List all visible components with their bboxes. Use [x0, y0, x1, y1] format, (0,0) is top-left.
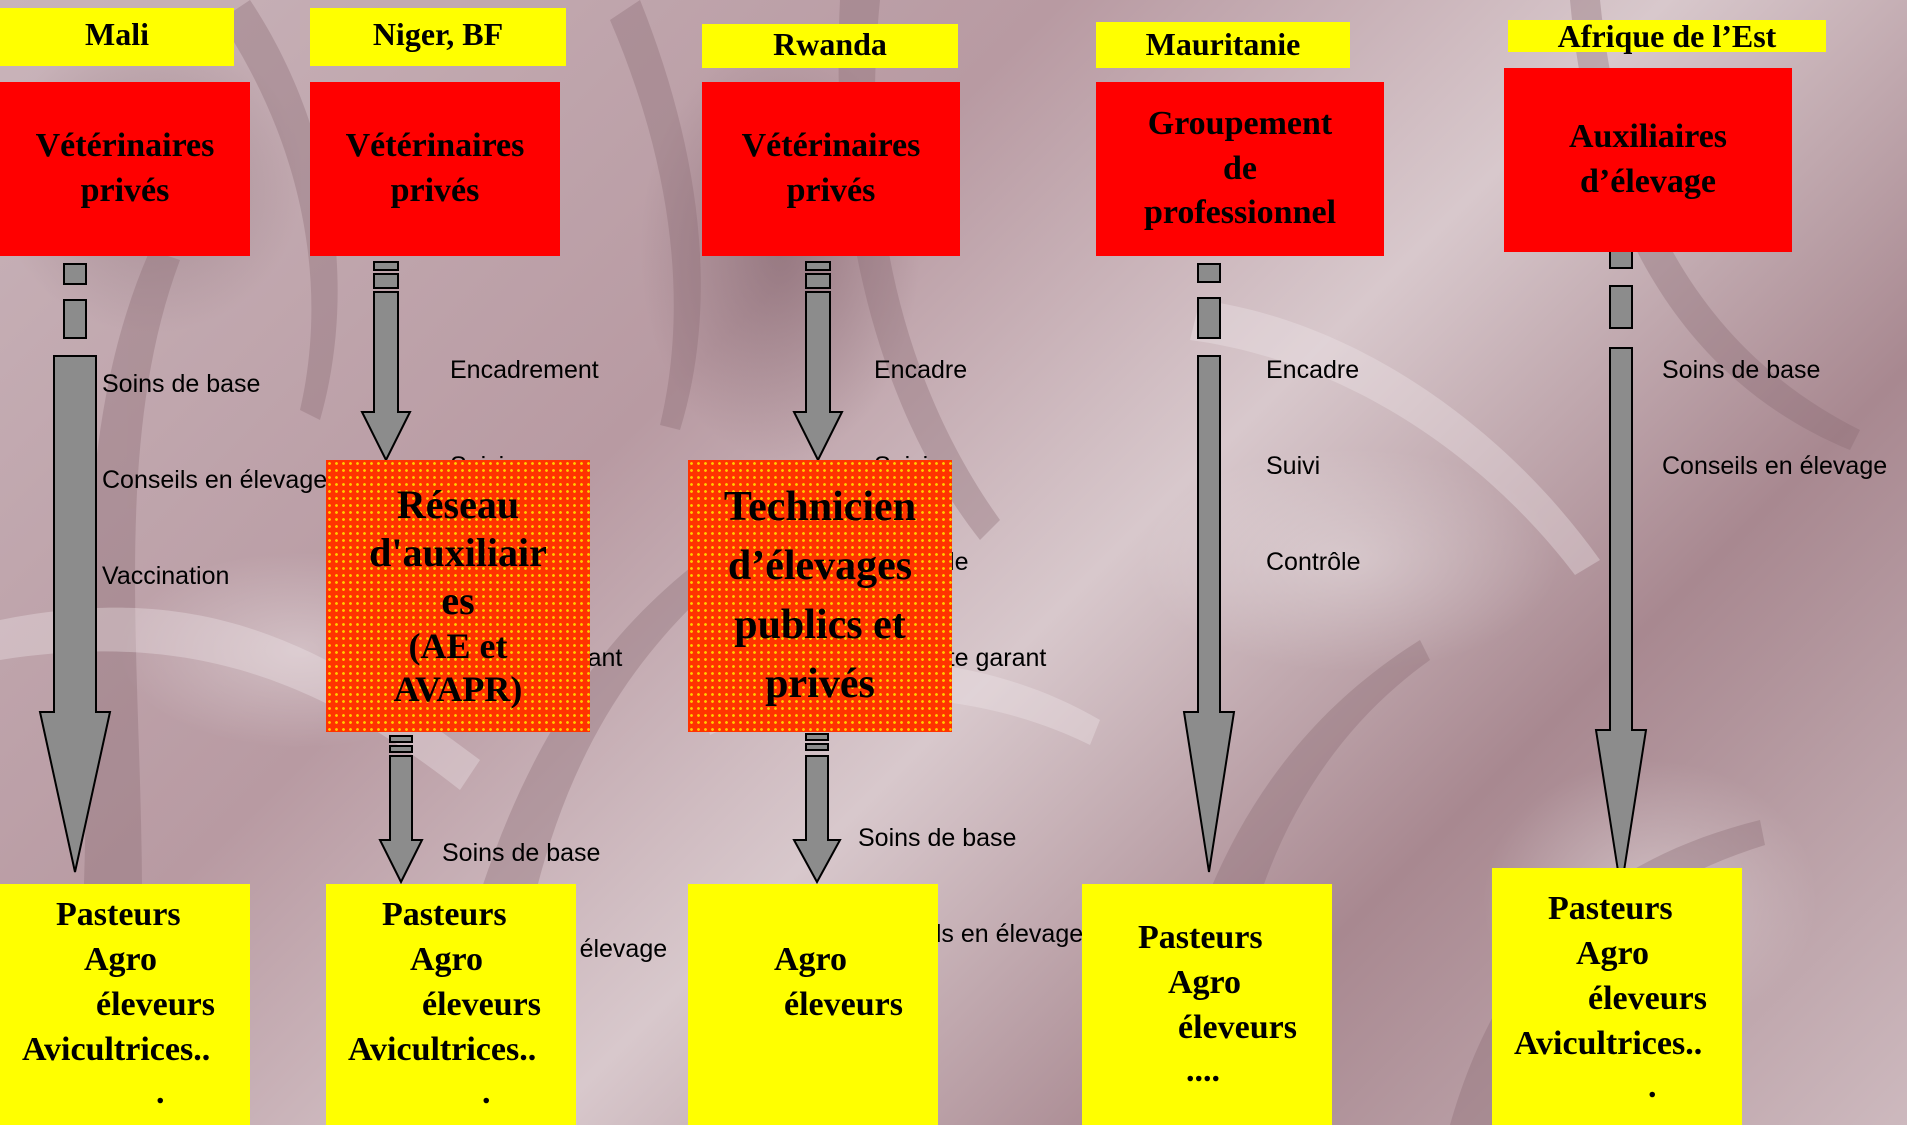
- arrow-niger-bottom: [378, 735, 424, 885]
- country-label-mali: Mali: [0, 8, 234, 66]
- country-label-afrique-est: Afrique de l’Est: [1508, 20, 1826, 52]
- provider-box-mali: Vétérinaires privés: [0, 82, 250, 256]
- beneficiary-line: Agro: [84, 941, 158, 978]
- provider-line: Vétérinaires: [345, 127, 525, 165]
- arrow-rwanda-bottom: [792, 733, 842, 885]
- provider-line: Vétérinaires: [741, 127, 921, 165]
- service-item: Conseils en élevage: [1662, 452, 1888, 480]
- beneficiary-box-niger-bf: Pasteurs Agro éleveurs Avicultrices.. .: [326, 884, 576, 1125]
- provider-box-rwanda: Vétérinaires privés: [702, 82, 960, 256]
- beneficiary-box-mauritanie: Pasteurs Agro éleveurs ....: [1082, 884, 1332, 1125]
- beneficiary-box-rwanda: Agro éleveurs: [688, 884, 938, 1125]
- beneficiary-line: éleveurs: [422, 986, 541, 1023]
- provider-line: privés: [786, 172, 876, 209]
- provider-box-mauritanie: Groupement de professionnel: [1096, 82, 1384, 256]
- beneficiary-line: éleveurs: [784, 986, 903, 1023]
- service-item: Soins de base: [1662, 356, 1821, 384]
- beneficiary-line: Pasteurs: [1138, 919, 1263, 956]
- provider-line: d’élevage: [1580, 163, 1716, 200]
- intermediary-line: Technicien: [723, 484, 917, 531]
- beneficiary-line: Pasteurs: [382, 896, 507, 933]
- country-label-mauritanie: Mauritanie: [1096, 22, 1350, 68]
- beneficiary-line: ....: [1186, 1052, 1220, 1089]
- service-item: Soins de base: [858, 824, 1017, 852]
- beneficiary-line: éleveurs: [1588, 980, 1707, 1017]
- service-item: Vaccination: [102, 562, 230, 590]
- service-item: Contrôle: [1266, 548, 1361, 576]
- service-item: Soins de base: [102, 370, 261, 398]
- beneficiary-line: Agro: [410, 941, 484, 978]
- intermediary-box-niger-bf: Réseau d'auxiliair es (AE et AVAPR): [326, 460, 590, 732]
- beneficiary-box-mali: Pasteurs Agro éleveurs Avicultrices.. .: [0, 884, 250, 1125]
- provider-box-niger-bf: Vétérinaires privés: [310, 82, 560, 256]
- arrow-afrique-est: [1594, 249, 1648, 891]
- provider-line: privés: [80, 172, 170, 209]
- services-label-mali: Soins de base Conseils en élevage Vaccin…: [102, 304, 327, 624]
- beneficiary-line: Agro: [774, 941, 848, 978]
- beneficiary-line: Pasteurs: [56, 896, 181, 933]
- arrow-mauritanie: [1182, 263, 1236, 873]
- provider-line: Groupement: [1147, 104, 1333, 142]
- beneficiary-box-afrique-est: Pasteurs Agro éleveurs Avicultrices.. .: [1492, 868, 1742, 1125]
- beneficiary-line: éleveurs: [96, 986, 215, 1023]
- intermediary-line: es: [441, 577, 475, 623]
- intermediary-line: Réseau: [396, 481, 520, 527]
- country-label-niger-bf: Niger, BF: [310, 8, 566, 66]
- intermediary-line: d’élevages: [727, 543, 913, 590]
- provider-box-afrique-est: Auxiliaires d’élevage: [1504, 68, 1792, 252]
- provider-line: de: [1222, 149, 1257, 187]
- arrow-niger-top: [360, 261, 412, 463]
- intermediary-line: AVAPR): [393, 669, 523, 709]
- beneficiary-line: Agro: [1576, 935, 1650, 972]
- arrow-mali: [38, 263, 112, 873]
- provider-line: Auxiliaires: [1568, 118, 1728, 156]
- arrow-rwanda-top: [792, 261, 844, 463]
- beneficiary-line: Avicultrices..: [22, 1031, 211, 1068]
- service-item: Suivi: [1266, 452, 1321, 480]
- intermediary-line: privés: [765, 660, 875, 707]
- service-item: Conseils en élevage: [102, 466, 328, 494]
- service-item: Encadre: [1266, 356, 1360, 384]
- services-label-mauritanie: Encadre Suivi Contrôle: [1266, 290, 1361, 610]
- supervision-item: Encadre: [874, 356, 968, 384]
- country-label-rwanda: Rwanda: [702, 24, 958, 68]
- supervision-item: Encadrement: [450, 356, 599, 384]
- provider-line: professionnel: [1143, 194, 1337, 232]
- intermediary-line: d'auxiliair: [369, 529, 547, 575]
- beneficiary-line: éleveurs: [1178, 1009, 1297, 1046]
- service-item: Soins de base: [442, 839, 601, 867]
- beneficiary-line: .: [1648, 1068, 1657, 1105]
- provider-line: Vétérinaires: [35, 127, 215, 165]
- beneficiary-line: Agro: [1168, 964, 1242, 1001]
- services-label-afrique-est: Soins de base Conseils en élevage: [1662, 290, 1887, 514]
- beneficiary-line: .: [156, 1074, 165, 1111]
- beneficiary-line: Avicultrices..: [348, 1031, 537, 1068]
- intermediary-box-rwanda: Technicien d’élevages publics et privés: [688, 460, 952, 732]
- intermediary-line: publics et: [734, 602, 906, 648]
- intermediary-line: (AE et: [408, 625, 508, 666]
- beneficiary-line: .: [482, 1074, 491, 1111]
- beneficiary-line: Avicultrices..: [1514, 1025, 1703, 1062]
- provider-line: privés: [390, 172, 480, 209]
- beneficiary-line: Pasteurs: [1548, 890, 1673, 927]
